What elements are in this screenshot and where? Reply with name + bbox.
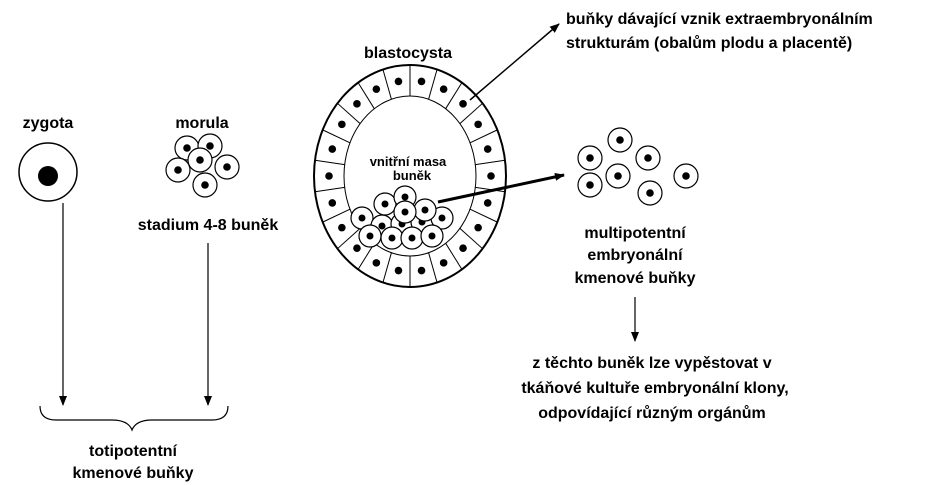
arrow-to-extraembryonic (470, 24, 559, 100)
morula-cell (193, 173, 217, 197)
multipotent-cell (578, 173, 602, 197)
multipotent-label-line1: multipotentní (584, 225, 686, 242)
morula-cell (188, 148, 212, 172)
inner-mass-cell (414, 199, 436, 221)
trophoblast-nucleus (459, 244, 467, 252)
inner-mass-cell (394, 201, 416, 223)
extraembryonic-label-line2: strukturám (obalům plodu a placentě) (566, 35, 852, 52)
trophoblast-nucleus (440, 259, 448, 267)
trophoblast-nucleus (395, 78, 403, 86)
multipotent-cell (638, 181, 662, 205)
trophoblast-nucleus (325, 172, 333, 180)
multipotent-label-line3: kmenové buňky (575, 270, 696, 287)
trophoblast-nucleus (484, 145, 492, 153)
inner-mass-cell (359, 225, 381, 247)
inner-mass-cell (381, 227, 403, 249)
inner-mass-label-line2: buněk (393, 168, 432, 183)
culture-text-line1: z těchto buněk lze vypěstovat v (532, 355, 771, 372)
trophoblast-nucleus (353, 244, 361, 252)
multipotent-cell-group (578, 128, 698, 205)
trophoblast-nucleus (474, 121, 482, 129)
trophoblast-nucleus (353, 100, 361, 108)
totipotent-brace (40, 406, 228, 430)
culture-text-line2: tkáňové kultuře embryonální klony, (521, 380, 788, 397)
morula-cell (166, 158, 190, 182)
trophoblast-nucleus (484, 199, 492, 207)
morula-cell-cluster (166, 134, 239, 197)
multipotent-cell (578, 146, 602, 170)
trophoblast-nucleus (395, 267, 403, 275)
trophoblast-nucleus (373, 85, 381, 93)
zygote-label: zygota (23, 115, 74, 132)
totipotent-label-line1: totipotentní (89, 443, 178, 460)
trophoblast-nucleus (474, 224, 482, 232)
multipotent-cell (636, 146, 660, 170)
extraembryonic-label-line1: buňky dávající vznik extraembryonálním (566, 11, 873, 28)
trophoblast-nucleus (418, 78, 426, 86)
trophoblast-nucleus (328, 199, 336, 207)
zygote (19, 143, 77, 201)
morula-label: morula (175, 115, 228, 132)
trophoblast-nucleus (338, 121, 346, 129)
morula-stage-label: stadium 4-8 buněk (138, 217, 279, 234)
trophoblast-nucleus (459, 100, 467, 108)
multipotent-cell (606, 164, 630, 188)
inner-mass-cell (401, 227, 423, 249)
culture-text-line3: odpovídající různým orgánům (538, 405, 766, 422)
inner-mass-cell (421, 225, 443, 247)
multipotent-label-line2: embryonální (587, 247, 683, 264)
inner-mass-label-line1: vnitřní masa (370, 154, 447, 169)
trophoblast-nucleus (487, 172, 495, 180)
multipotent-cell (608, 128, 632, 152)
multipotent-cell (674, 164, 698, 188)
trophoblast-nucleus (373, 259, 381, 267)
trophoblast-nucleus (440, 85, 448, 93)
trophoblast-nucleus (328, 145, 336, 153)
blastocyst-label: blastocysta (364, 45, 452, 62)
inner-mass-cell (374, 193, 396, 215)
trophoblast-nucleus (418, 267, 426, 275)
totipotent-label-line2: kmenové buňky (73, 465, 194, 482)
morula-cell (215, 155, 239, 179)
trophoblast-nucleus (338, 224, 346, 232)
